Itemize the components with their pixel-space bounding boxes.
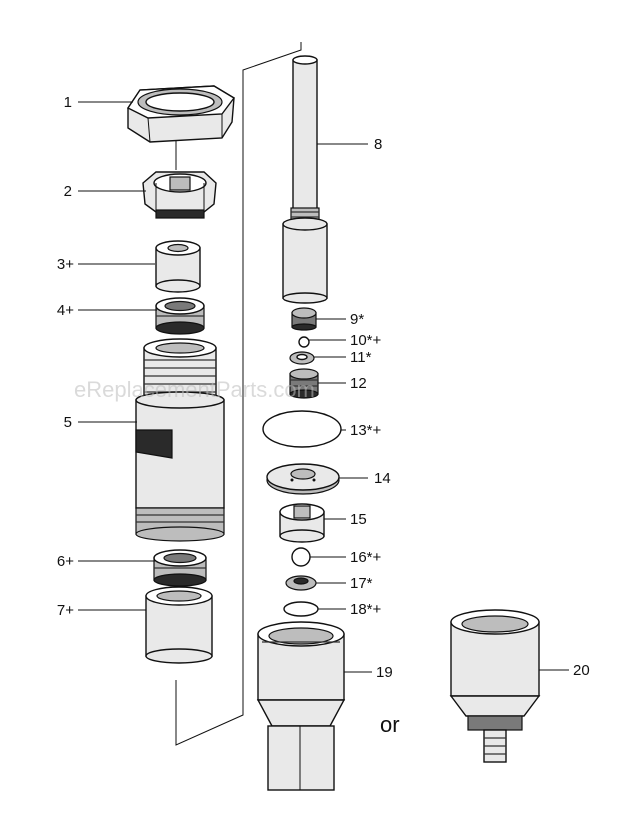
part-14-disc xyxy=(266,463,340,495)
part-2-hex-fitting xyxy=(142,171,217,219)
part-20-alternate-housing xyxy=(449,609,541,763)
leader-lines xyxy=(78,101,569,673)
label-part-6: 6+ xyxy=(57,553,74,570)
or-text: or xyxy=(380,712,400,737)
part-16-ball xyxy=(291,547,311,567)
label-part-8: 8 xyxy=(374,136,382,153)
part-11-seat xyxy=(289,351,315,365)
watermark: eReplacementParts.com xyxy=(74,377,315,402)
part-19-foot-valve-housing xyxy=(256,621,346,791)
label-part-13: 13*+ xyxy=(350,422,382,439)
part-15-valve-housing xyxy=(279,503,325,543)
label-part-10: 10*+ xyxy=(350,332,382,349)
part-13-o-ring xyxy=(262,410,342,448)
part-9-valve-cage xyxy=(291,307,317,331)
part-4-packing xyxy=(155,297,205,335)
label-part-20: 20 xyxy=(573,662,590,679)
label-part-17: 17* xyxy=(350,575,373,592)
label-part-16: 16*+ xyxy=(350,549,382,566)
label-part-18: 18*+ xyxy=(350,601,382,618)
label-part-12: 12 xyxy=(350,375,367,392)
part-12-spring-seat xyxy=(289,368,319,399)
part-1-hex-nut xyxy=(126,85,236,143)
assembly-bracket xyxy=(175,42,302,746)
part-8-piston-rod xyxy=(282,55,328,304)
part-3-cylinder xyxy=(155,240,201,293)
part-10-ball xyxy=(298,336,310,348)
label-part-19: 19 xyxy=(376,664,393,681)
label-part-1: 1 xyxy=(64,94,72,111)
label-part-14: 14 xyxy=(374,470,391,487)
label-part-11: 11* xyxy=(350,349,372,366)
label-part-3: 3+ xyxy=(57,256,74,273)
part-6-packing xyxy=(153,549,207,587)
label-part-2: 2 xyxy=(64,183,72,200)
part-labels: 1 2 3+ 4+ 5 6+ 7+ 8 9* 10*+ 11* 12 13*+ … xyxy=(57,94,590,737)
part-7-bushing xyxy=(145,586,213,664)
label-part-9: 9* xyxy=(350,311,364,328)
label-part-4: 4+ xyxy=(57,302,74,319)
part-17-seat xyxy=(285,575,317,591)
part-5-pump-cylinder xyxy=(135,338,225,542)
label-part-5: 5 xyxy=(64,414,72,431)
label-part-7: 7+ xyxy=(57,602,74,619)
part-18-o-ring xyxy=(283,601,319,617)
label-part-15: 15 xyxy=(350,511,367,528)
